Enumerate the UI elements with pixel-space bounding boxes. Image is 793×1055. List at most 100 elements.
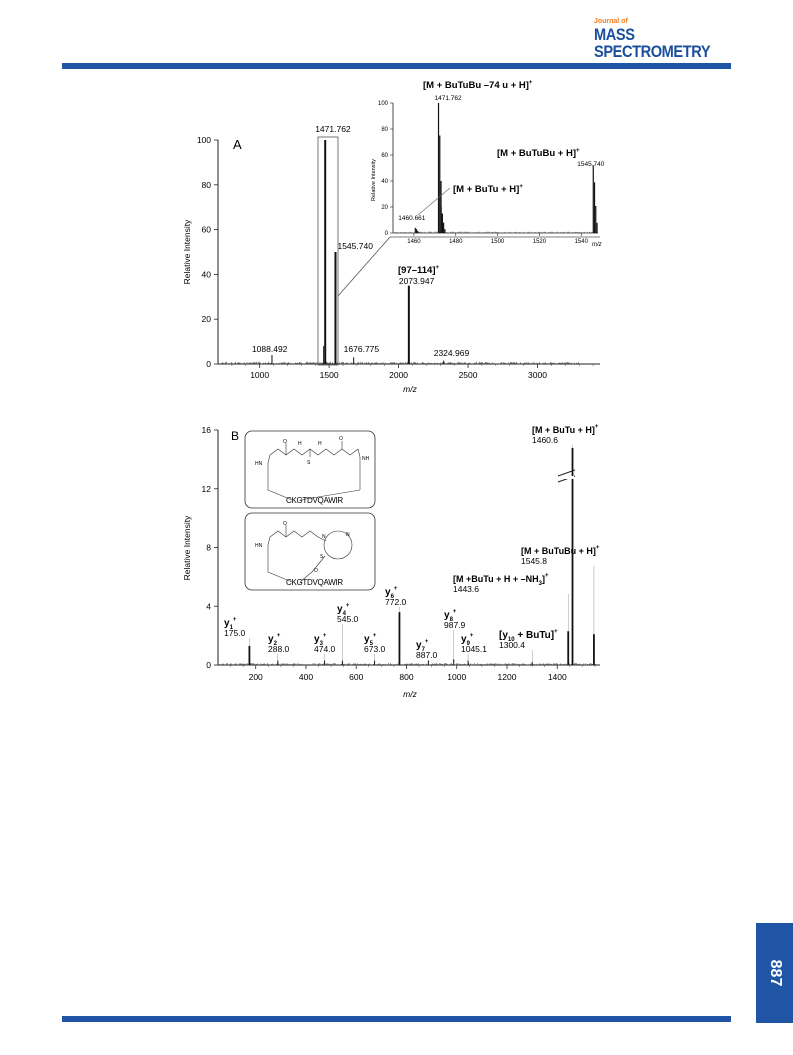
- inset-ion-1471: [M + BuTuBu –74 u + H]+: [423, 80, 533, 91]
- inset-xlabel: m/z: [592, 242, 602, 248]
- b-ion-name: [M + BuTu + H]: [532, 425, 595, 435]
- b-peak-label: 1045.1: [461, 644, 487, 654]
- inset-peak-label: 1471.762: [435, 95, 462, 102]
- b-ion-label: y8+: [444, 609, 457, 623]
- b-ion-sup: +: [545, 573, 549, 579]
- inset-ytick-label: 60: [381, 153, 388, 159]
- peptide-sequence-bottom: CKGTDVQAWIR: [286, 578, 343, 587]
- b-ion-name: y: [461, 634, 467, 645]
- b-ion-sup: +: [595, 424, 599, 430]
- a-xtick-label: 3000: [528, 370, 547, 380]
- inset-leader-1460: [417, 187, 451, 216]
- b-ion-sub: 5: [370, 641, 374, 647]
- b-ion-sup: +: [470, 633, 474, 639]
- b-peak-label: 887.0: [416, 650, 438, 660]
- b-peak-label: 474.0: [314, 644, 336, 654]
- b-ion-sup: +: [554, 629, 558, 635]
- b-ion-tail: ]: [542, 574, 545, 584]
- b-ion-name: y: [385, 587, 391, 598]
- svg-text:HN: HN: [255, 543, 263, 549]
- b-ytick-label: 16: [202, 425, 212, 435]
- b-ytick-label: 0: [206, 660, 211, 670]
- a-peak-label: 1471.762: [315, 124, 351, 134]
- b-ion-name: y: [364, 634, 370, 645]
- journal-title-line1: MASS: [593, 25, 635, 44]
- svg-text:O: O: [314, 568, 318, 574]
- b-baseline-noise: [220, 663, 597, 665]
- a-ytick-label: 40: [202, 269, 212, 279]
- b-ion-sub: 10: [508, 637, 515, 643]
- inset-ylabel: Relative Intensity: [371, 159, 377, 201]
- peak-ion-2073: [97–114]+: [398, 265, 440, 276]
- b-xtick-label: 200: [249, 672, 263, 682]
- svg-text:HN: HN: [255, 461, 263, 467]
- peptide-sequence-top: CKGTDVQAWIR: [286, 496, 343, 505]
- b-ion-label: [y10 + BuTu]+: [499, 629, 558, 643]
- a-xtick-label: 1500: [320, 370, 339, 380]
- b-ion-sub: 9: [467, 641, 471, 647]
- axis-break-gap: [560, 476, 574, 479]
- journal-logo: Journal of MASS SPECTROMETRY: [594, 18, 729, 60]
- panel-b-xlabel: m/z: [403, 689, 417, 699]
- b-ion-label: [M +BuTu + H + –NH3]+: [453, 573, 549, 587]
- zoom-connector-1: [337, 236, 391, 297]
- svg-text:O: O: [283, 439, 287, 445]
- page-number-tab: 887: [756, 923, 793, 1023]
- inset-xtick-label: 1500: [491, 239, 505, 245]
- a-peak-label: 1545.740: [337, 241, 373, 251]
- page-number: 887: [766, 959, 784, 987]
- inset-ytick-label: 40: [381, 179, 388, 185]
- svg-text:N: N: [346, 532, 350, 538]
- b-peak-label: 1545.8: [521, 556, 547, 566]
- a-baseline-noise: [220, 361, 579, 364]
- inset-xtick-label: 1480: [449, 239, 463, 245]
- panel-a-label: A: [233, 137, 242, 152]
- a-peak-label: 2073.947: [399, 276, 435, 286]
- b-ion-label: [M + BuTuBu + H]+: [521, 545, 600, 556]
- b-ion-name: y: [224, 618, 230, 629]
- b-ion-label: y3+: [314, 633, 327, 647]
- b-xtick-label: 400: [299, 672, 313, 682]
- inset-ytick-label: 20: [381, 205, 388, 211]
- zoom-box: [317, 136, 339, 366]
- panel-a-xlabel: m/z: [403, 384, 417, 394]
- a-peak-label: 2324.969: [434, 348, 470, 358]
- b-ion-label: y4+: [337, 603, 350, 617]
- structure-inset-top: O O S HN NH H H CKGTDVQAWIR: [244, 430, 376, 509]
- b-ion-label: y7+: [416, 639, 429, 653]
- b-ion-label: y9 +: [461, 633, 474, 647]
- b-xtick-label: 800: [399, 672, 413, 682]
- panel-a-ylabel: Relative Intensity: [182, 219, 192, 284]
- panel-b-label: B: [231, 429, 239, 443]
- panel-b-ylabel: Relative Intensity: [182, 515, 192, 580]
- b-ion-sup: +: [233, 617, 237, 623]
- b-ion-label: y6+: [385, 586, 398, 600]
- b-xtick-label: 1000: [447, 672, 466, 682]
- inset-xtick-label: 1520: [533, 239, 547, 245]
- b-peak-label: 673.0: [364, 644, 386, 654]
- b-ion-sup: +: [453, 609, 457, 615]
- b-ion-tail: + BuTu]: [515, 630, 555, 641]
- b-ion-sub: 7: [422, 647, 426, 653]
- b-peak-label: 1460.6: [532, 435, 558, 445]
- b-peak-label: 1300.4: [499, 640, 525, 650]
- a-ytick-label: 100: [197, 135, 211, 145]
- a-xtick-label: 2500: [459, 370, 478, 380]
- b-peak-label: 288.0: [268, 644, 290, 654]
- b-peak-label: 987.9: [444, 620, 466, 630]
- svg-text:O: O: [283, 521, 287, 527]
- b-xtick-label: 1200: [498, 672, 517, 682]
- b-ion-sub: 8: [450, 617, 454, 623]
- b-ion-sub: 3: [539, 581, 543, 587]
- b-ion-sup: +: [596, 545, 600, 551]
- svg-text:H: H: [318, 441, 322, 447]
- b-ion-sup: +: [425, 639, 429, 645]
- inset-ytick-label: 100: [378, 101, 389, 107]
- b-peak-label: 772.0: [385, 597, 407, 607]
- b-xtick-label: 600: [349, 672, 363, 682]
- svg-text:S: S: [320, 554, 324, 560]
- b-peak-label: 545.0: [337, 614, 359, 624]
